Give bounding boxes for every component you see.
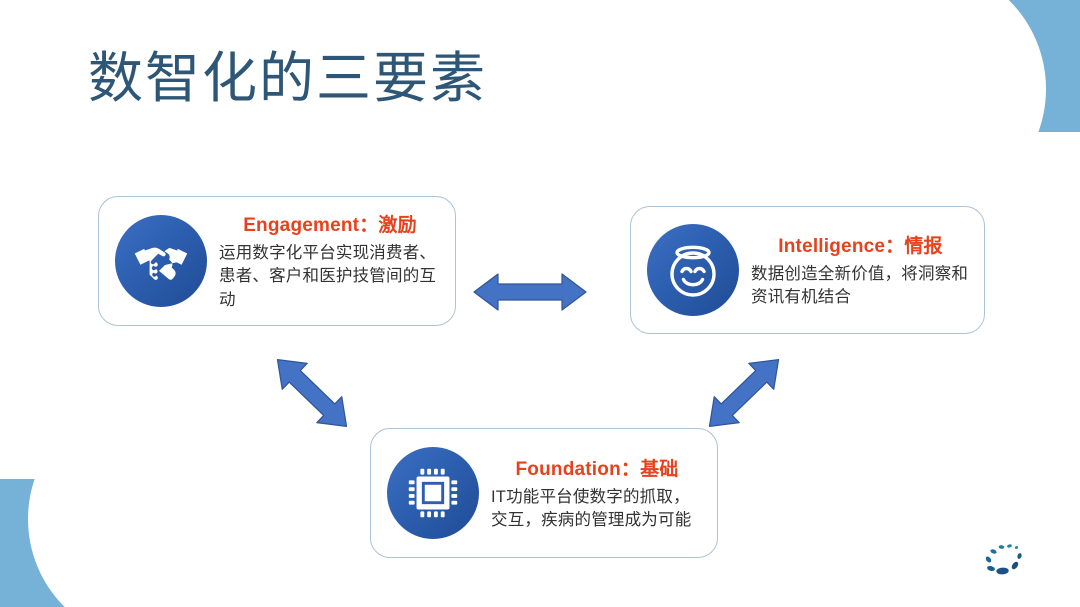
top-right-corner-decoration — [948, 0, 1080, 132]
double-arrow-diagonal-right — [694, 345, 794, 446]
card-intelligence-heading: Intelligence：情报 — [778, 235, 943, 257]
page-title: 数智化的三要素 — [88, 47, 488, 109]
smiley-halo-icon — [647, 224, 739, 316]
card-intelligence[interactable]: Intelligence：情报 数据创造全新价值，将洞察和资讯有机结合 — [630, 206, 985, 334]
card-intelligence-body: Intelligence：情报 数据创造全新价值，将洞察和资讯有机结合 — [751, 231, 970, 310]
card-foundation-body: Foundation：基础 IT功能平台使数字的抓取，交互，疾病的管理成为可能 — [491, 454, 703, 533]
cpu-chip-icon — [387, 447, 479, 539]
card-foundation[interactable]: Foundation：基础 IT功能平台使数字的抓取，交互，疾病的管理成为可能 — [370, 428, 718, 558]
bottom-left-corner-decoration — [0, 479, 128, 607]
handshake-icon — [115, 215, 207, 307]
card-foundation-text: IT功能平台使数字的抓取，交互，疾病的管理成为可能 — [491, 487, 692, 529]
dotted-spiral-logo — [975, 538, 1031, 588]
card-foundation-heading: Foundation：基础 — [515, 458, 679, 480]
card-intelligence-text: 数据创造全新价值，将洞察和资讯有机结合 — [751, 264, 969, 306]
double-arrow-horizontal — [472, 268, 588, 321]
card-engagement-body: Engagement：激励 运用数字化平台实现消费者、患者、客户和医护技管间的互… — [219, 210, 441, 312]
card-engagement-heading: Engagement：激励 — [243, 214, 417, 236]
card-engagement[interactable]: Engagement：激励 运用数字化平台实现消费者、患者、客户和医护技管间的互… — [98, 196, 456, 326]
double-arrow-diagonal-left — [262, 345, 362, 446]
card-engagement-text: 运用数字化平台实现消费者、患者、客户和医护技管间的互动 — [219, 243, 437, 309]
